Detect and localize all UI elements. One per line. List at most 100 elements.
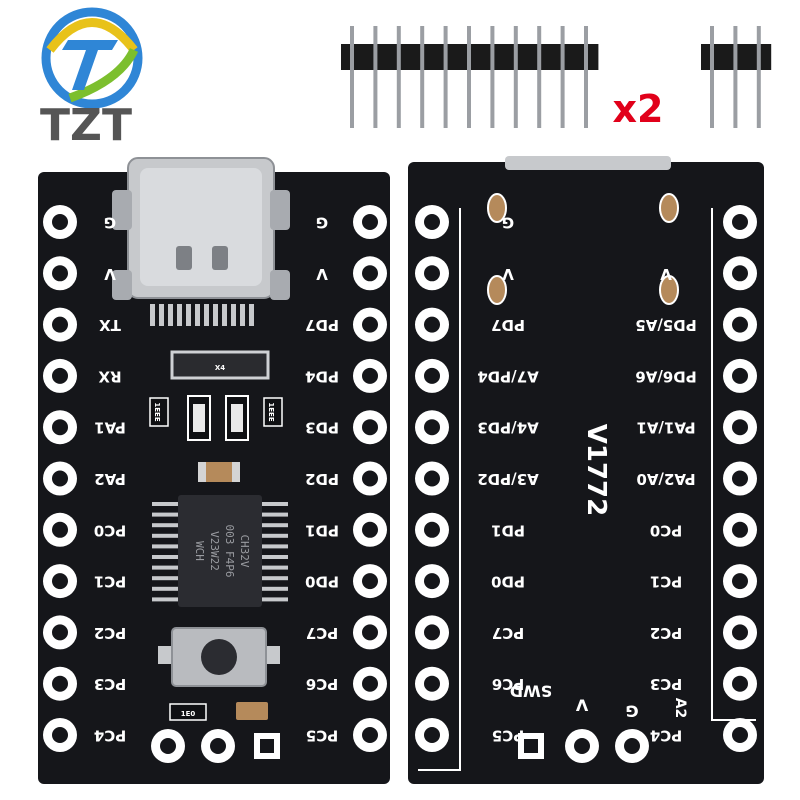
header-pin	[584, 26, 588, 128]
chip-leg	[152, 512, 180, 517]
back-left-pin-label: A4/PD3	[477, 419, 538, 437]
header-pin	[733, 26, 738, 128]
led-2-body	[231, 404, 243, 432]
chip-leg	[152, 586, 180, 591]
resistor-2	[263, 397, 283, 427]
front-right-pin-label: PC7	[306, 624, 338, 642]
front-left-pin-label: TX	[99, 316, 121, 334]
resistor-1-label: 1EEE	[153, 402, 161, 421]
usb-pin	[177, 304, 182, 326]
front-right-pin-label: G	[316, 214, 328, 232]
smd-diode	[170, 350, 270, 380]
solder-jumper-4	[659, 275, 679, 305]
logo-arc-yellow-icon	[46, 18, 138, 53]
chip-leg	[260, 576, 288, 581]
front-left-pin-label: V	[104, 265, 116, 283]
back-left-pin-label: PD1	[491, 521, 525, 539]
front-left-pin-label: PC2	[94, 624, 126, 642]
header-pin	[420, 26, 425, 128]
pin-header-11	[341, 26, 599, 128]
resistor-3	[169, 703, 207, 721]
chip-leg	[260, 533, 288, 538]
header-pin	[513, 26, 518, 128]
front-right-pin-label: PC6	[306, 675, 338, 693]
solder-jumper-1	[487, 193, 507, 223]
back-right-pin-label: PC2	[650, 624, 682, 642]
back-bottom-label: V	[575, 696, 588, 715]
pcb-back	[408, 162, 764, 784]
chip-leg	[152, 523, 180, 528]
usb-pin	[186, 304, 191, 326]
tzt-logo: TZT	[40, 7, 143, 151]
header-pin	[490, 26, 495, 128]
front-left-pin-label: PC1	[94, 573, 126, 591]
reset-button	[158, 627, 280, 687]
silk-frame-left	[418, 208, 461, 771]
resistor-1	[149, 397, 169, 427]
chip-leg	[260, 586, 288, 591]
front-left-pin-label: RX	[98, 367, 122, 385]
chip-leg	[152, 565, 180, 570]
solder-jumper-2	[659, 193, 679, 223]
back-right-pin-label: PA2/A0	[636, 470, 695, 488]
logo-arc-green-icon	[68, 47, 139, 103]
front-left-pin-label: PC0	[94, 521, 126, 539]
header-pin	[467, 26, 471, 128]
front-right-pin-label: V	[316, 265, 328, 283]
usb-pin	[231, 304, 236, 326]
front-right-pin-label: PD2	[305, 470, 339, 488]
back-left-pin-label: PC6	[492, 675, 524, 693]
back-right-pin-label: PD5/A5	[635, 316, 696, 334]
back-right-pin-label: PC1	[650, 573, 682, 591]
mcu-legs	[152, 502, 288, 602]
usb-pin	[204, 304, 209, 326]
capacitor-2	[236, 702, 268, 720]
usb-pin	[213, 304, 218, 326]
usb-pin	[222, 304, 227, 326]
back-right-pin-label: PC4	[650, 727, 682, 745]
chip-leg	[260, 597, 288, 602]
pin-headers	[341, 26, 772, 128]
usb-c-connector	[112, 157, 290, 300]
back-right-pin-label: V	[660, 265, 672, 283]
button-cap-icon	[201, 639, 237, 675]
header-pin	[350, 26, 354, 128]
back-left-pin-label: PC7	[492, 624, 524, 642]
board-version: V1772	[581, 424, 611, 517]
front-left-pin-label: G	[104, 214, 116, 232]
front-left-pin-label: PC3	[94, 675, 126, 693]
diode-label: X4	[215, 364, 225, 372]
solder-jumper-3	[487, 275, 507, 305]
pin-header-3	[701, 26, 772, 128]
chip-leg	[152, 576, 180, 581]
chip-line-2: 003 F4P6	[223, 525, 236, 578]
chip-line-3: V23W22	[208, 531, 221, 571]
front-left-pin-label: PA1	[94, 419, 126, 437]
header-pin	[396, 26, 401, 128]
back-extra-label: A2	[672, 698, 688, 719]
back-left-pin-label: PC5	[492, 727, 524, 745]
mcu-markings: CH32V 003 F4P6 V23W22 WCH	[193, 525, 251, 578]
usb-pin	[195, 304, 200, 326]
chip-leg	[152, 597, 180, 602]
back-left-pin-label: A3/PD2	[477, 470, 538, 488]
usb-pin	[240, 304, 245, 326]
usb-c-back	[505, 156, 671, 170]
front-right-pin-label: PD0	[305, 573, 339, 591]
front-left-pin-label: PA2	[94, 470, 126, 488]
back-left-pin-label: PD7	[491, 316, 525, 334]
front-right-pin-label: PC5	[306, 727, 338, 745]
back-bottom-label: SWD	[510, 682, 552, 701]
back-right-pin-label: PD6/A6	[635, 367, 696, 385]
back-bottom-pins: SWD V G	[510, 682, 649, 763]
back-right-pin-label: PC3	[650, 675, 682, 693]
back-left-pin-label: V	[502, 265, 514, 283]
back-bottom-label: G	[625, 702, 638, 721]
header-pin	[373, 26, 378, 128]
resistor-2-label: 1EEE	[267, 402, 275, 421]
header-pin	[443, 26, 448, 128]
back-right-pin-label: PC0	[650, 521, 682, 539]
